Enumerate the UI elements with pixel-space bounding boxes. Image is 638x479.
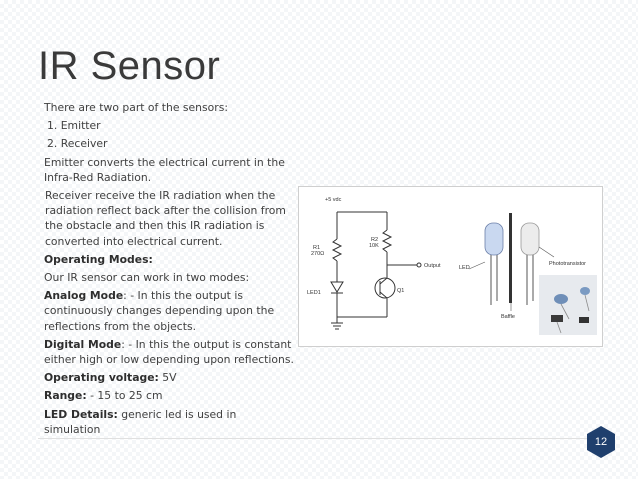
digital-mode-text: Digital Mode: - In this the output is co… (44, 337, 294, 367)
range: Range: - 15 to 25 cm (44, 388, 294, 403)
range-value: - 15 to 25 cm (86, 389, 163, 403)
r1-value: 270Ω (311, 251, 324, 257)
slide-body: There are two part of the sensors: 1. Em… (44, 100, 294, 437)
digital-mode-label: Digital Mode (44, 337, 122, 351)
analog-mode-desc: : - In this the output is continuously c… (44, 289, 275, 333)
receiver-description: Receiver receive the IR radiation when t… (45, 189, 286, 248)
circuit-schematic (330, 211, 422, 330)
intro-text: There are two part of the sensors: (44, 101, 228, 114)
sensor-components (468, 213, 555, 311)
r2-name: R2 (371, 237, 378, 243)
page-number: 12 (594, 436, 608, 448)
emitter-description: Emitter converts the electrical current … (44, 155, 285, 184)
output-label: Output (424, 263, 441, 269)
r2-value: 10K (369, 243, 379, 249)
component-labels: LED Phototransistor Baffle (459, 261, 586, 320)
slide-title: IR Sensor (38, 44, 221, 88)
led-details-value: generic led is used in simulation (44, 407, 237, 436)
page-number-badge: 12 (586, 425, 616, 459)
operating-voltage: Operating voltage: 5V (44, 370, 294, 385)
led-details: LED Details: generic led is used in simu… (44, 407, 294, 437)
baffle-label: Baffle (501, 314, 515, 320)
analog-mode-text: Analog Mode: - In this the output is con… (44, 288, 294, 334)
led-label: LED (459, 265, 470, 271)
digital-mode-desc: : - In this the output is constant eithe… (44, 337, 294, 367)
q1-label: Q1 (397, 288, 404, 294)
ir-sensor-illustration: +5 vdc R1 270Ω R2 10K Output LED1 Q1 LED… (307, 197, 597, 335)
modes-intro: Our IR sensor can work in two modes: (44, 271, 250, 285)
list-item-emitter: 1. Emitter (47, 119, 101, 133)
operating-modes-label: Operating Modes: (44, 252, 153, 266)
led-details-label: LED Details: (44, 407, 118, 421)
analog-mode-label: Analog Mode (44, 289, 124, 303)
hexagon-badge-icon (587, 426, 615, 458)
operating-voltage-label: Operating voltage: (44, 371, 159, 385)
operating-voltage-value: 5V (158, 371, 177, 385)
range-label: Range: (44, 389, 87, 403)
list-item-receiver: 2. Receiver (47, 137, 108, 151)
circuit-labels: +5 vdc R1 270Ω R2 10K Output LED1 Q1 (307, 197, 441, 296)
operating-modes-heading: Operating Modes: (44, 252, 294, 267)
supply-label: +5 vdc (325, 197, 342, 203)
component-photo (539, 275, 597, 335)
phototransistor-label: Phototransistor (549, 261, 586, 267)
led1-label: LED1 (307, 290, 321, 296)
ir-sensor-figure: +5 vdc R1 270Ω R2 10K Output LED1 Q1 LED… (298, 186, 603, 347)
r1-name: R1 (313, 245, 320, 251)
footer-divider (38, 438, 600, 439)
